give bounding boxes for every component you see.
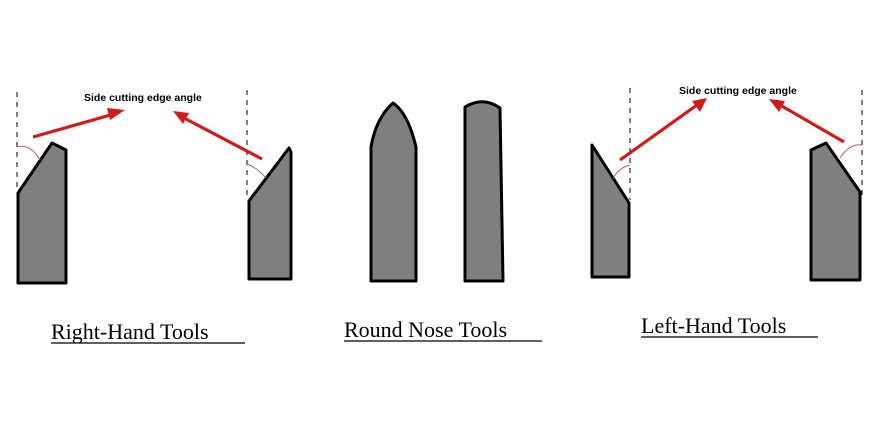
right-hand-arrow-left-line — [32, 112, 115, 139]
right-hand-arrow-right-head — [173, 111, 189, 124]
left-hand-angle-label: Side cutting edge angle — [679, 85, 797, 97]
left-hand-arrow-left-head — [692, 98, 707, 112]
right-hand-tool-1 — [16, 141, 68, 285]
right-hand-tool-2-angle-arc — [246, 163, 267, 179]
right-hand-tools-group: Side cutting edge angle Right-Hand Tools — [16, 90, 293, 344]
round-nose-tool-rounded — [463, 100, 505, 283]
round-nose-tool-pointed — [369, 101, 418, 283]
round-nose-caption: Round Nose Tools — [344, 317, 507, 342]
left-hand-arrow-left-line — [619, 103, 698, 162]
right-hand-tool-1-angle-arc — [16, 145, 41, 161]
left-hand-arrow-right-line — [779, 103, 845, 144]
left-hand-tool-1 — [590, 143, 631, 279]
right-hand-caption: Right-Hand Tools — [51, 319, 209, 344]
left-hand-tool-2-angle-arc — [839, 144, 863, 159]
left-hand-tool-1-angle-arc — [612, 164, 631, 179]
left-hand-tools-group: Side cutting edge angle Left-Hand Tools — [590, 85, 863, 338]
left-hand-caption: Left-Hand Tools — [641, 313, 786, 338]
right-hand-arrow-right-line — [183, 116, 263, 161]
left-hand-tool-2 — [809, 141, 862, 282]
round-nose-tools-group: Round Nose Tools — [344, 100, 542, 342]
right-hand-arrow-left-head — [107, 108, 125, 120]
right-hand-angle-label: Side cutting edge angle — [84, 92, 202, 104]
left-hand-arrow-right-head — [769, 99, 785, 112]
right-hand-tool-2 — [247, 146, 293, 281]
